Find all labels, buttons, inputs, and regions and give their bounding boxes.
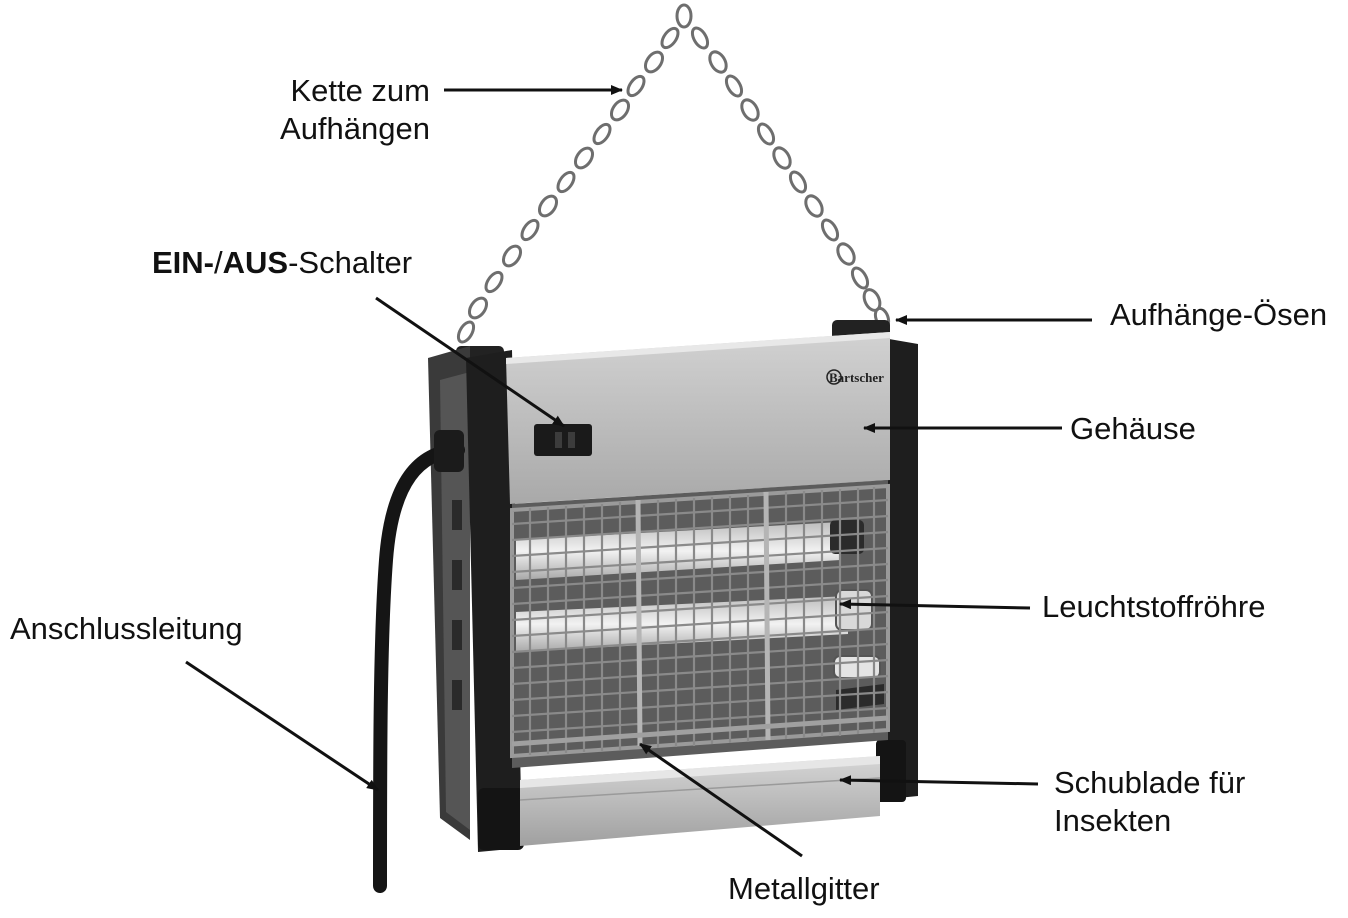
label-grid: Metallgitter	[728, 871, 880, 906]
label-housing: Gehäuse	[1070, 411, 1196, 446]
arrow-drawer	[839, 775, 1039, 786]
housing-panel: Bartscher	[506, 332, 890, 504]
arrow-switch	[375, 296, 565, 428]
label-switch: EIN-/AUS-Schalter	[152, 244, 412, 282]
label-switch-ein: EIN-	[152, 245, 214, 280]
label-chain: Kette zum Aufhängen	[246, 72, 430, 148]
metal-grid	[510, 483, 890, 759]
label-tube: Leuchtstoffröhre	[1042, 589, 1266, 624]
power-switch	[534, 424, 592, 456]
label-chain-line-2: Aufhängen	[280, 111, 430, 146]
label-cable: Anschlussleitung	[10, 611, 243, 646]
label-switch-rest: -Schalter	[288, 245, 413, 280]
label-switch-slash: /	[214, 245, 223, 280]
hanging-chain	[456, 3, 891, 344]
label-eyelets: Aufhänge-Ösen	[1110, 297, 1328, 332]
arrow-cable	[185, 660, 379, 792]
label-switch-aus: AUS	[222, 245, 289, 280]
label-drawer-line-2: Insekten	[1054, 803, 1172, 838]
arrow-tube	[839, 599, 1031, 610]
brand-logo: Bartscher	[829, 370, 884, 385]
label-chain-line-1: Kette zum	[290, 73, 430, 108]
arrow-grid	[639, 742, 803, 858]
power-cable	[373, 430, 465, 893]
label-drawer: Schublade für Insekten	[1054, 764, 1245, 840]
label-drawer-line-1: Schublade für	[1054, 765, 1246, 800]
device-side	[428, 346, 470, 840]
insect-drawer	[519, 756, 881, 846]
callout-arrows	[185, 85, 1092, 858]
